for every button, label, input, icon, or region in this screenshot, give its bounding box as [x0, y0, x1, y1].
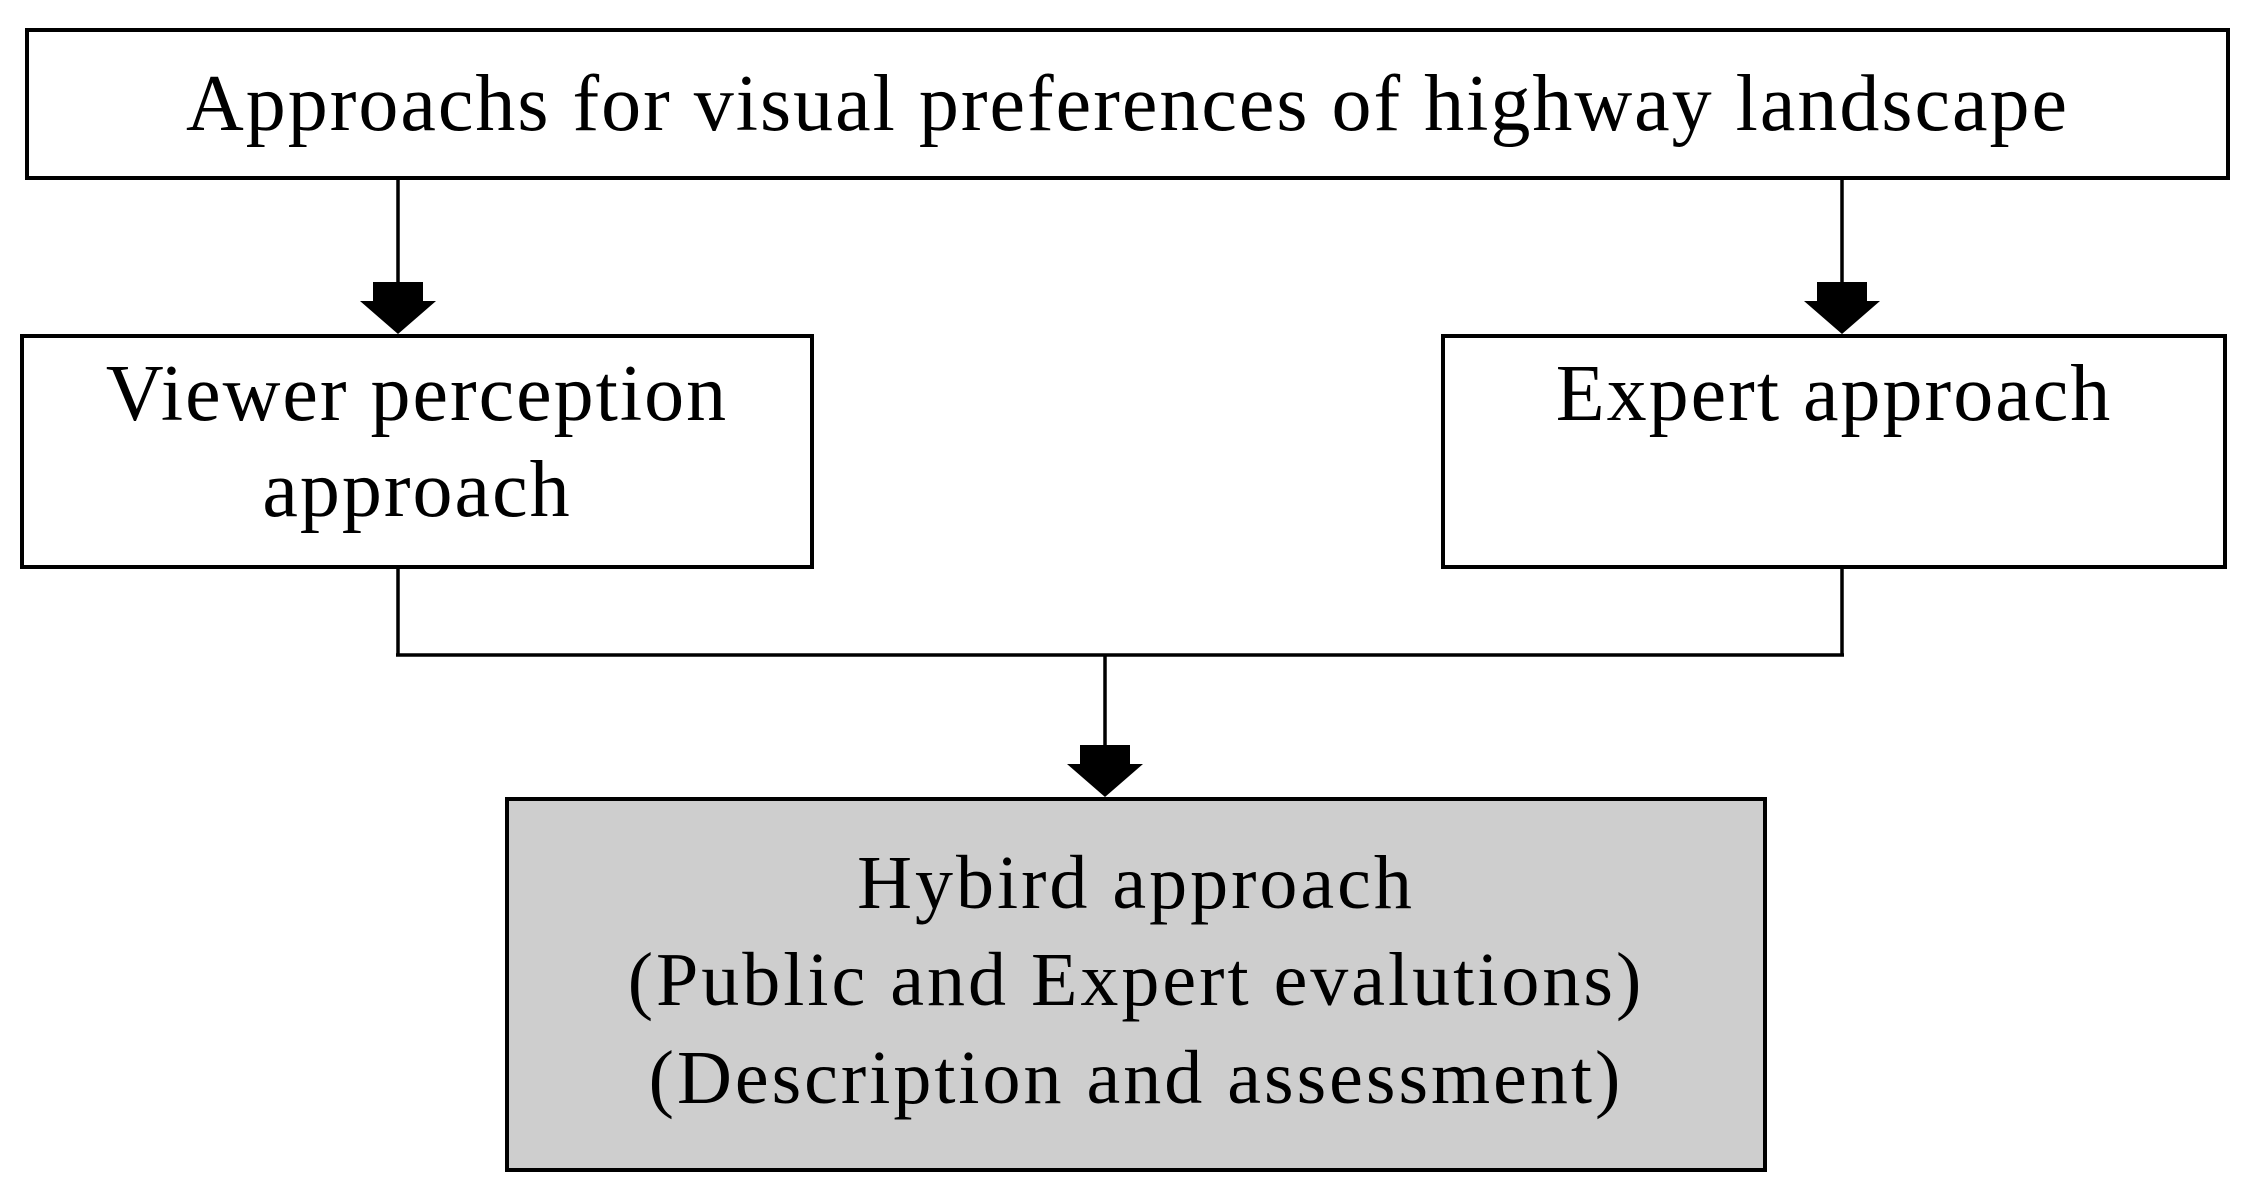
viewer-box-line2: approach — [262, 446, 572, 534]
hybrid-box-line3: (Description and assessment) — [648, 1035, 1624, 1120]
arrow-down-icon — [1067, 745, 1143, 797]
arrow-down-icon — [1804, 282, 1880, 334]
expert-box-label: Expert approach — [1555, 350, 2113, 438]
hybrid-box-line1: Hybird approach — [857, 841, 1415, 925]
hybrid-approach-box: Hybird approach (Public and Expert evalu… — [505, 797, 1767, 1172]
viewer-perception-approach-box: Viewer perception approach — [20, 334, 814, 569]
title-box-label: Approachs for visual preferences of high… — [185, 60, 2070, 148]
arrow-down-icon — [360, 282, 436, 334]
expert-approach-box: Expert approach — [1441, 334, 2227, 569]
hybrid-box-line2: (Public and Expert evalutions) — [627, 938, 1645, 1023]
viewer-box-line1: Viewer perception — [105, 350, 729, 438]
title-box: Approachs for visual preferences of high… — [25, 28, 2230, 180]
